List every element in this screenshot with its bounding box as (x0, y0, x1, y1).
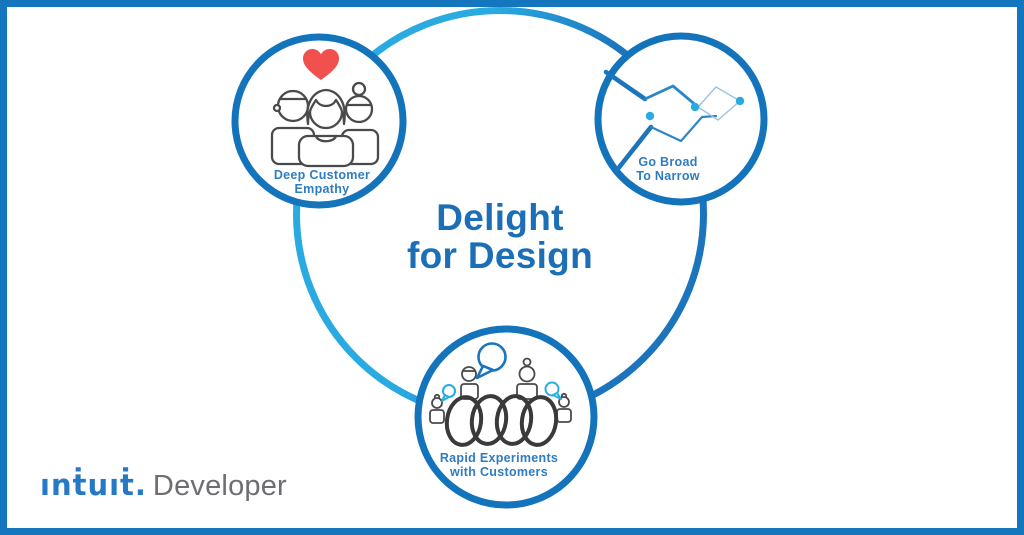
thick-broad-line (603, 69, 648, 102)
person-woman-icon (516, 357, 538, 400)
node-label-line2: Empathy (294, 181, 350, 196)
node-circle-broad (594, 32, 768, 206)
node-label-line1: Deep Customer (273, 168, 371, 182)
people-with-heart-icon (270, 49, 380, 168)
page-title-line2: for Design (407, 235, 593, 276)
heart-icon (303, 49, 339, 80)
small-speech-bubble-icon (544, 381, 562, 400)
page-title: Delight for Design (345, 199, 655, 275)
node-label-line2: with Customers (450, 464, 548, 479)
mid-zigzag-line (649, 114, 718, 143)
decision-dot (690, 102, 700, 112)
branching-zigzag-icon (603, 69, 745, 173)
decision-dot (645, 111, 655, 121)
mid-zigzag-line (643, 84, 700, 109)
spiral-conversations-icon (429, 342, 572, 447)
node-label-line1: Rapid Experiments (439, 451, 559, 465)
spiral-coil-icon (444, 394, 559, 447)
intuit-wordmark: ınṫuıṫ. (40, 468, 147, 502)
speech-bubble-icon (475, 342, 507, 380)
small-person-icon (429, 393, 445, 424)
person-man-icon (460, 366, 479, 400)
page-title-line1: Delight (436, 197, 564, 238)
node-label-go-broad-to-narrow: Go Broad To Narrow (578, 155, 758, 183)
thick-broad-line (614, 124, 654, 173)
person-woman-front-icon (297, 88, 355, 168)
node-label-line2: To Narrow (636, 168, 700, 183)
node-label-rapid-experiments: Rapid Experiments with Customers (409, 451, 589, 479)
small-speech-bubble-icon (441, 384, 456, 402)
node-label-line1: Go Broad (638, 155, 698, 169)
small-person-icon (556, 392, 572, 423)
developer-wordmark: Developer (152, 470, 287, 502)
node-label-deep-customer-empathy: Deep Customer Empathy (232, 168, 412, 196)
intuit-developer-logo: ınṫuıṫ. Developer (40, 468, 287, 503)
decision-dot (735, 96, 745, 106)
